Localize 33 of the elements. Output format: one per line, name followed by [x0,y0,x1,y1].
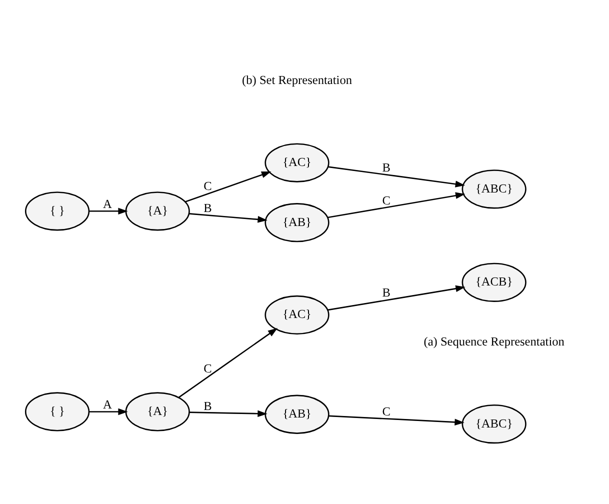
node-ellipse: {ABC} [462,404,526,444]
arrow [89,408,128,415]
arrow [189,410,268,417]
label: (b) Set Representation [242,72,352,87]
node-ellipse: {AB} [264,394,330,434]
edge-label: B [382,160,390,174]
edge-label: B [204,200,212,215]
arrow [188,212,268,222]
label: (a) Sequence Representation [424,334,564,348]
node-ellipse: {ABC} [462,169,526,208]
edge-label: A [102,196,112,210]
edge-label: A [102,396,112,411]
edge-label: C [382,192,390,207]
edge-label: C [204,178,212,193]
node-ellipse: {A} [125,392,190,431]
node-ellipse: { } [24,392,90,431]
node-ellipse: {A} [125,191,190,230]
edge-label: C [382,404,390,418]
node-ellipse: {AC} [264,294,330,334]
arrow [328,166,466,187]
arrow [89,207,128,214]
node-ellipse: {ACB} [462,262,526,302]
node-ellipse: {AB} [264,202,330,242]
edge-label: B [382,285,390,300]
node-ellipse: { } [24,191,90,230]
arrow [185,171,272,202]
arrow [327,192,466,218]
arrow [328,414,464,426]
edge-label: B [204,398,212,413]
arrow [178,328,278,398]
arrow [328,284,466,310]
edge-label: C [204,360,212,375]
node-ellipse: {AC} [264,142,330,182]
